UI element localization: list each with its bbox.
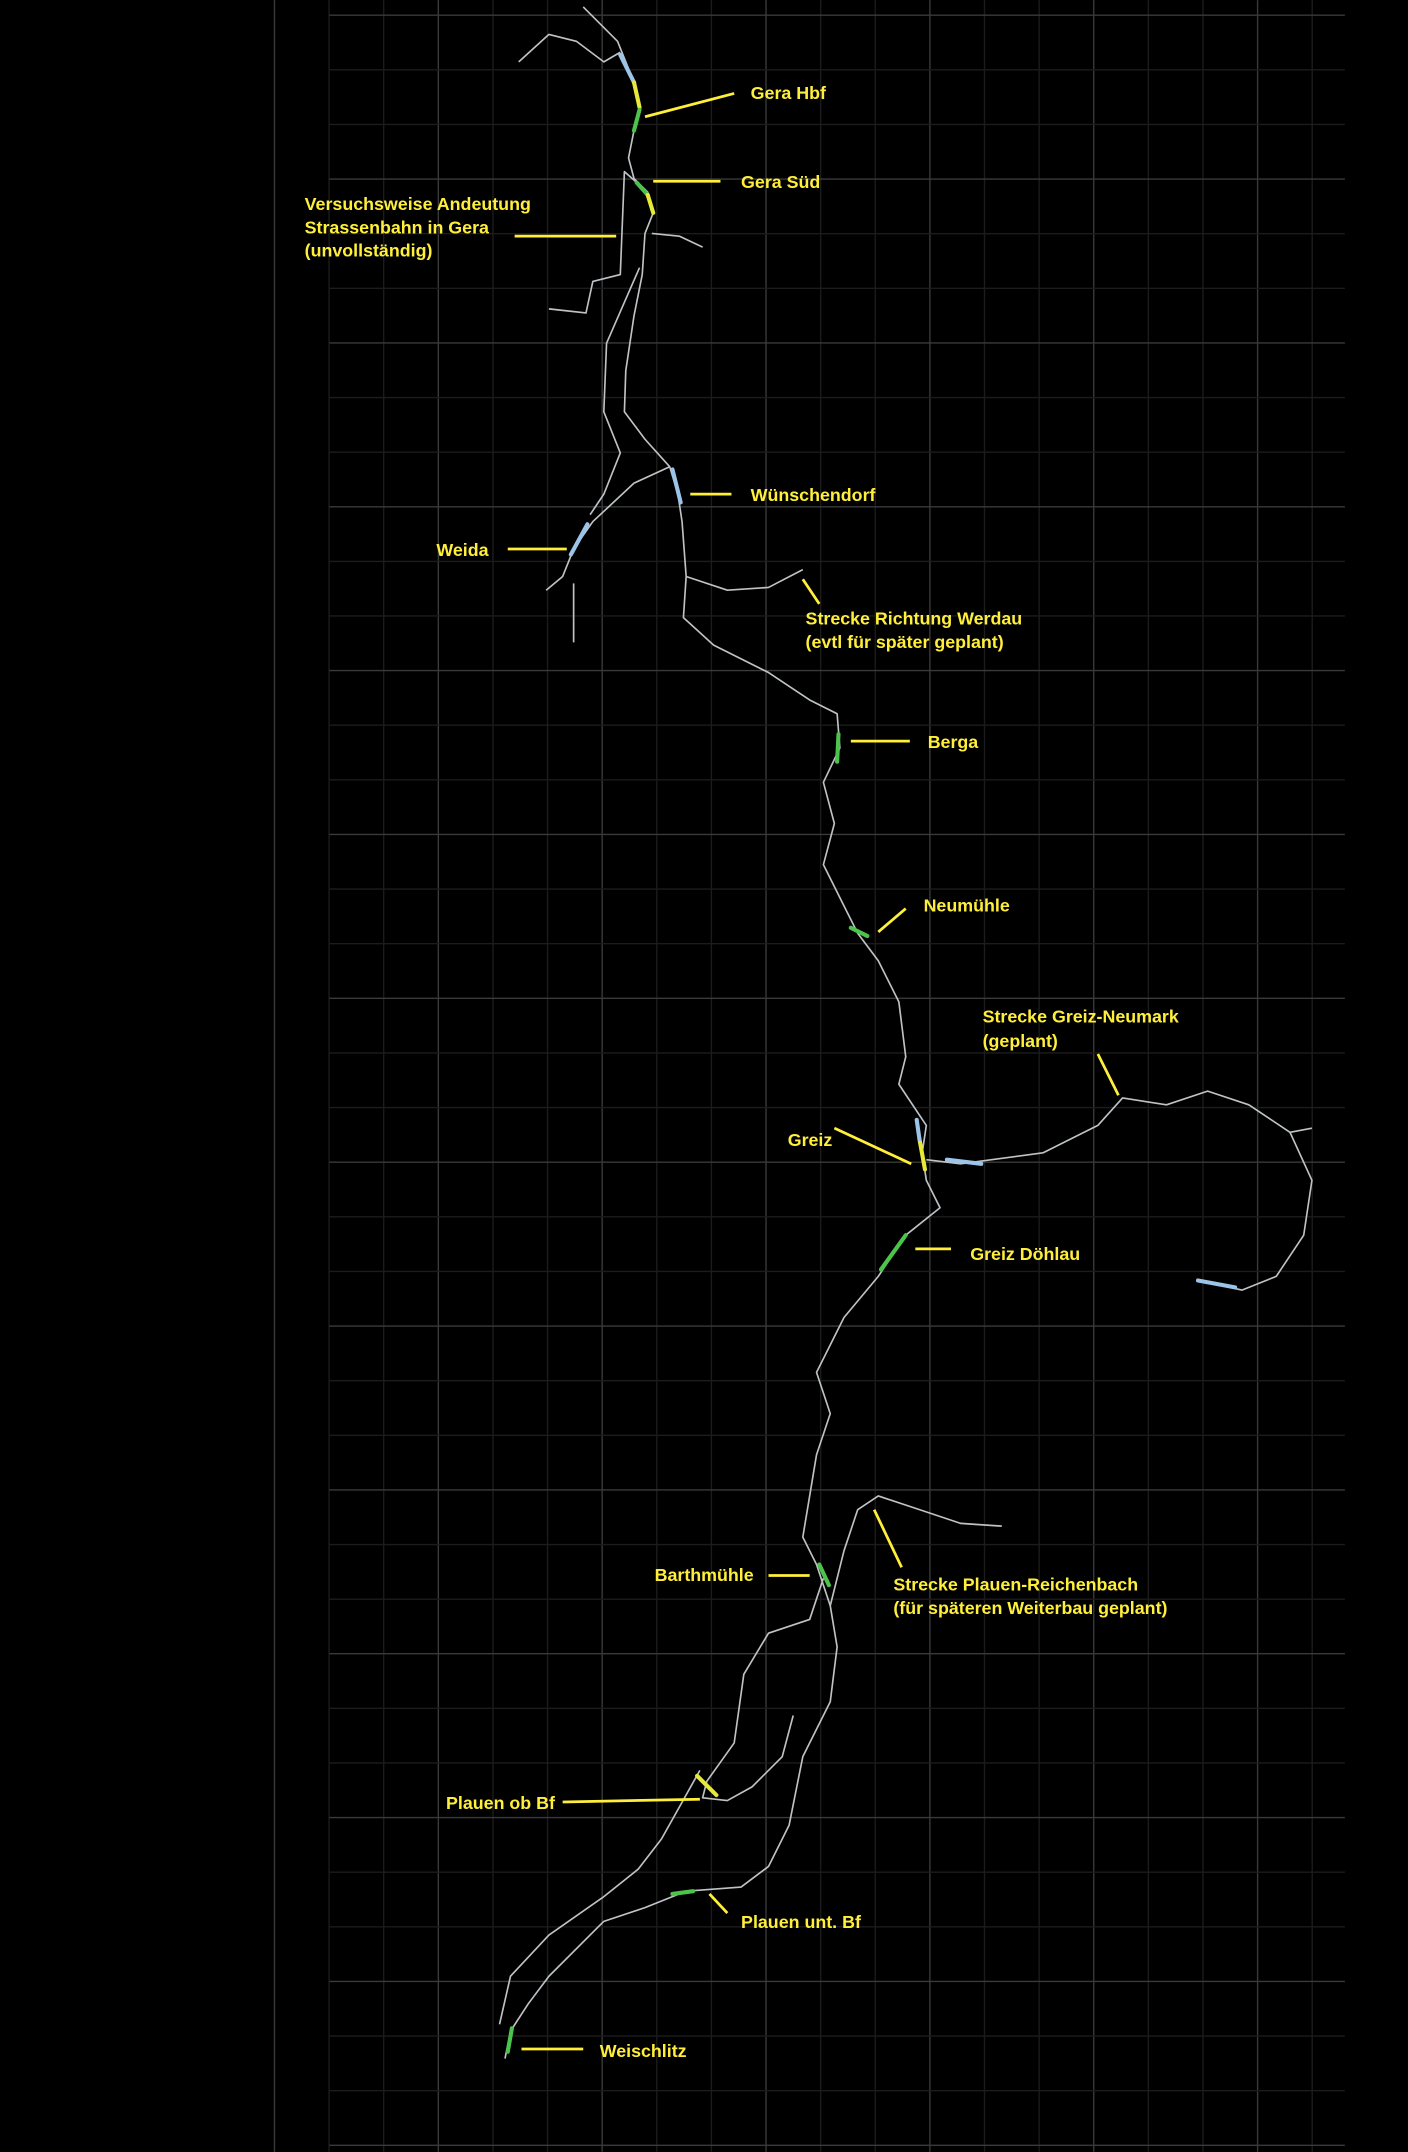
label-strassenbahn-1: Versuchsweise Andeutung [305, 194, 531, 214]
leader-neumuehle [877, 907, 907, 933]
gera-sued-east-branch [651, 232, 703, 248]
label-wuenschendorf: Wünschendorf [751, 485, 876, 505]
label-werdau-2: (evtl für später geplant) [806, 632, 1004, 652]
labels: Gera Hbf Gera Süd Versuchsweise Andeutun… [305, 83, 1179, 2061]
leader-plauen-reichenbach [872, 1509, 903, 1568]
leader-plauen-unt-bf [708, 1892, 729, 1915]
label-strassenbahn-2: Strassenbahn in Gera [305, 217, 490, 237]
leader-greiz [833, 1126, 912, 1166]
tracks [498, 6, 1313, 2059]
leader-werdau [801, 578, 821, 605]
label-gera-sued: Gera Süd [741, 172, 820, 192]
leader-gera-hbf [644, 92, 735, 119]
label-werdau-1: Strecke Richtung Werdau [806, 609, 1023, 629]
label-neumuehle: Neumühle [924, 895, 1010, 915]
leader-greiz-neumark [1096, 1053, 1120, 1096]
label-greiz-neumark-2: (geplant) [983, 1031, 1058, 1051]
gera-west-branch [518, 33, 621, 63]
label-berga: Berga [928, 732, 980, 752]
label-weischlitz: Weischlitz [600, 2041, 687, 2061]
label-greiz: Greiz [788, 1130, 833, 1150]
label-weida: Weida [436, 540, 489, 560]
werdau-line [685, 568, 804, 592]
label-barthmuehle: Barthmühle [655, 1565, 754, 1585]
label-plauen-reichenbach-2: (für späteren Weiterbau geplant) [893, 1598, 1167, 1618]
plauen-ob-line [498, 1769, 701, 2025]
plauen-reichenbach-line [829, 1495, 1002, 1606]
grid [273, 0, 1345, 2152]
label-plauen-unt-bf: Plauen unt. Bf [741, 1912, 861, 1932]
leader-plauen-ob-bf [562, 1797, 700, 1804]
label-plauen-ob-bf: Plauen ob Bf [446, 1793, 555, 1813]
label-plauen-reichenbach-1: Strecke Plauen-Reichenbach [893, 1575, 1138, 1595]
label-greiz-neumark-1: Strecke Greiz-Neumark [983, 1006, 1179, 1026]
main-line [504, 6, 941, 2059]
tram-gera [548, 170, 649, 314]
station-segments [505, 52, 1238, 2054]
label-strassenbahn-3: (unvollständig) [305, 241, 433, 261]
label-greiz-doehlau: Greiz Döhlau [970, 1244, 1080, 1264]
label-gera-hbf: Gera Hbf [751, 83, 826, 103]
plauen-loop [701, 1578, 825, 1802]
parallel-line [589, 267, 641, 516]
